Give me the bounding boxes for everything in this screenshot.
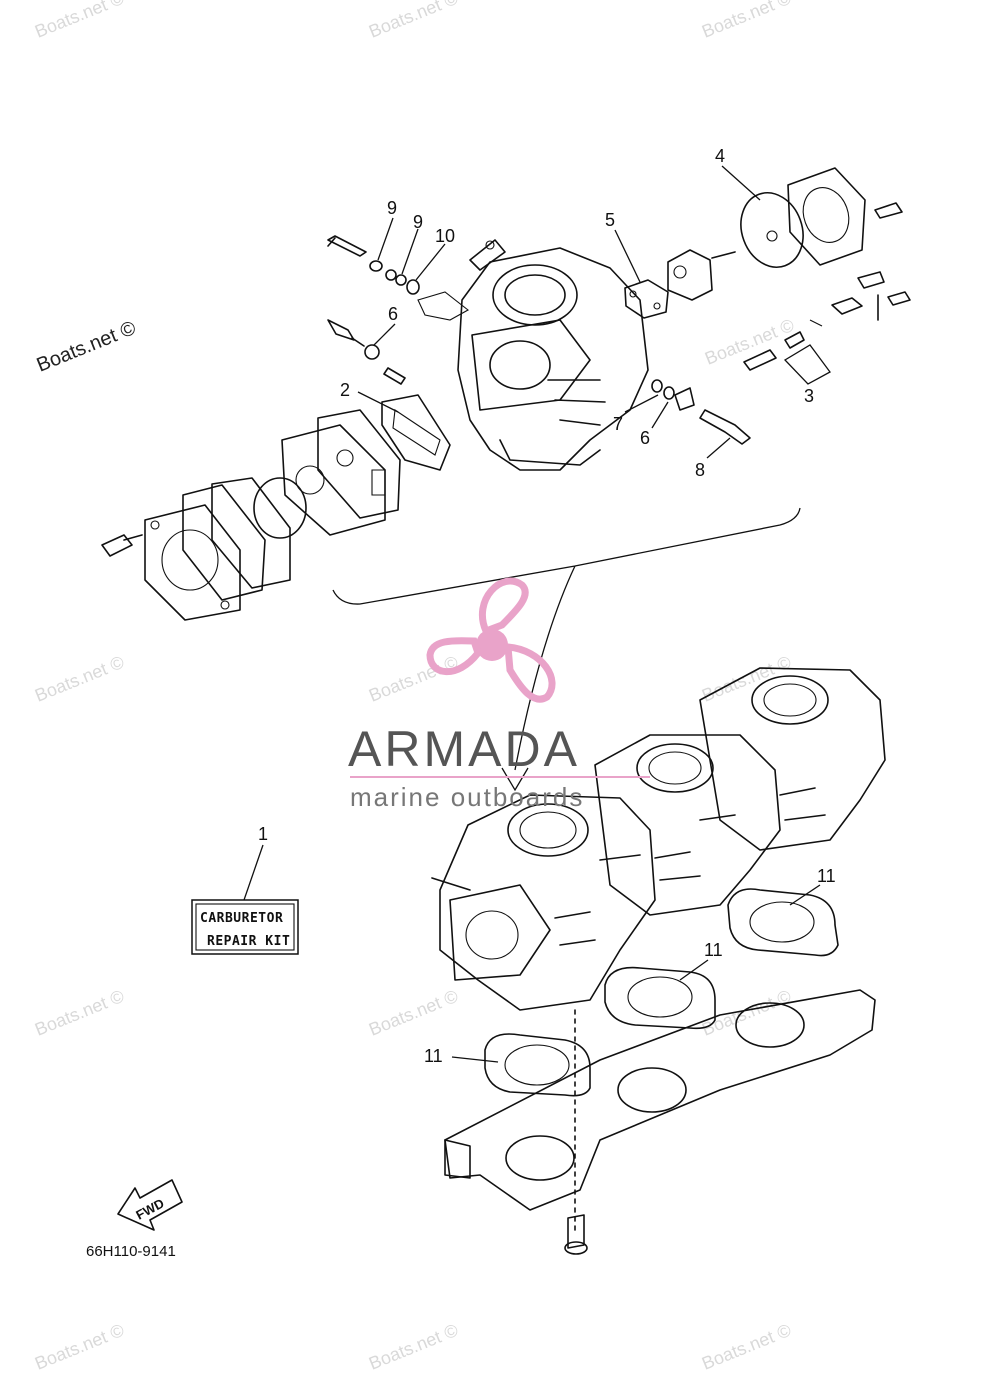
callout-2: 2 <box>340 380 350 400</box>
callout-5: 5 <box>605 210 615 230</box>
watermark-12: Boats.net © <box>366 1320 461 1374</box>
watermark-layer: Boats.net © Boats.net © Boats.net © Boat… <box>32 0 797 1374</box>
watermark-7: Boats.net © <box>699 652 794 706</box>
diagram-code: 66H110-9141 <box>86 1243 176 1260</box>
watermark-13: Boats.net © <box>699 1320 794 1374</box>
watermark-11: Boats.net © <box>32 1320 127 1374</box>
watermark-5: Boats.net © <box>32 652 127 706</box>
callout-11b: 11 <box>704 940 723 960</box>
callout-11a: 11 <box>817 866 836 886</box>
kit-label-line2: REPAIR KIT <box>207 934 290 949</box>
callout-4: 4 <box>715 146 725 166</box>
watermark-3: Boats.net © <box>699 0 794 42</box>
callout-9a: 9 <box>387 198 397 218</box>
fwd-arrow-icon: FWD <box>117 1179 183 1231</box>
callout-6b: 6 <box>640 428 650 448</box>
callout-6a: 6 <box>388 304 398 324</box>
brand-name: ARMADA <box>348 721 580 777</box>
callout-8: 8 <box>695 460 705 480</box>
callout-1: 1 <box>258 824 268 844</box>
kit-label-line1: CARBURETOR <box>200 911 283 926</box>
watermark-1: Boats.net © <box>32 0 127 42</box>
propeller-icon <box>426 577 556 703</box>
brand-tagline: marine outboards <box>350 782 584 812</box>
fwd-label: FWD <box>133 1196 166 1223</box>
watermark-6: Boats.net © <box>366 652 461 706</box>
carburetor-assembly <box>431 667 886 1255</box>
callout-layer: 1 2 3 4 5 6 6 7 8 9 9 10 11 11 11 <box>258 146 836 1066</box>
watermark-dark: Boats.net © <box>34 317 140 377</box>
watermark-8: Boats.net © <box>32 986 127 1040</box>
watermark-9: Boats.net © <box>366 986 461 1040</box>
watermark-2: Boats.net © <box>366 0 461 42</box>
brand-logo: ARMADA marine outboards <box>348 577 650 812</box>
upper-carburetor-exploded <box>101 165 911 792</box>
watermark-4: Boats.net © <box>702 315 797 369</box>
callout-7: 7 <box>613 414 623 434</box>
callout-9b: 9 <box>413 212 423 232</box>
watermark-10: Boats.net © <box>699 986 794 1040</box>
callout-11c: 11 <box>424 1046 443 1066</box>
callout-10: 10 <box>435 226 455 246</box>
callout-3: 3 <box>804 386 814 406</box>
repair-kit-label: CARBURETOR REPAIR KIT <box>191 844 299 955</box>
